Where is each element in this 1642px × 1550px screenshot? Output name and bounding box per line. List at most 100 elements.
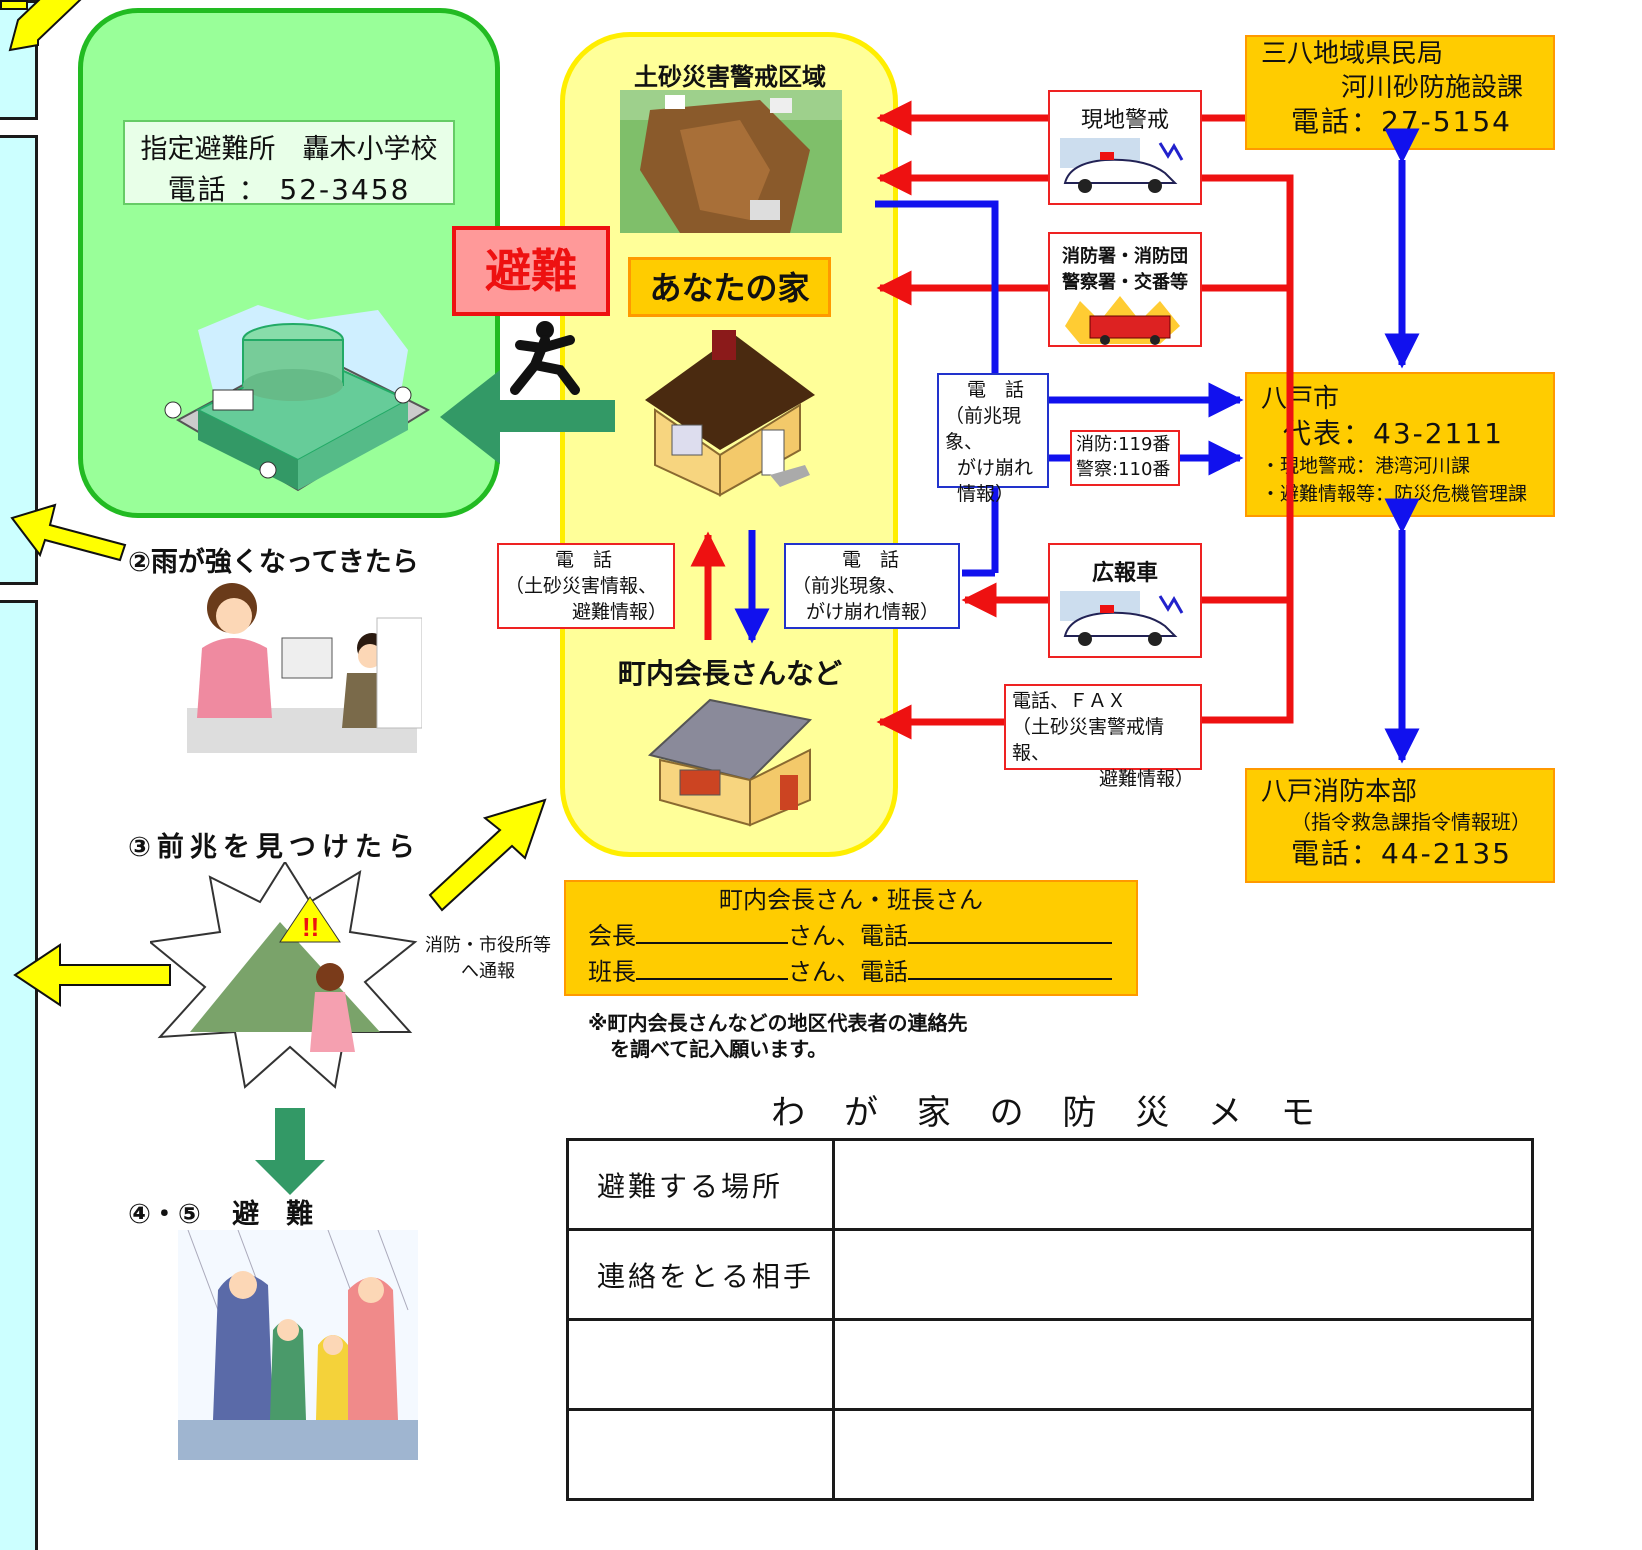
- office-sanpachi-line1: 三八地域県民局: [1261, 39, 1444, 69]
- channel-phone-down-line3: がけ崩れ情報）: [806, 601, 940, 623]
- office-city-bullet1: ・現地警戒：港湾河川課: [1261, 455, 1471, 477]
- channel-pr-car-label: 広報車: [1091, 561, 1158, 586]
- running-person-icon: [510, 321, 580, 395]
- step45-number: ④・⑤: [128, 1199, 201, 1230]
- memo-row-label: [566, 1318, 835, 1411]
- channel-emergency-box: 消防:119番 警察:110番: [1070, 430, 1180, 486]
- contacts-leader-row: 班長 さん、電話: [566, 954, 1136, 990]
- memo-row-value[interactable]: [832, 1138, 1534, 1231]
- contacts-title: 町内会長さん・班長さん: [719, 886, 983, 914]
- channel-fire-police-line2: 警察署・交番等: [1062, 272, 1188, 293]
- community-house-icon: [647, 698, 813, 827]
- fire-truck-icon: [1065, 296, 1180, 345]
- office-city-line1: 八戸市: [1261, 384, 1340, 414]
- channel-phone-up-line1: 電 話: [555, 549, 613, 571]
- channel-pr-car-box: 広報車: [1048, 543, 1202, 658]
- office-sanpachi: 三八地域県民局 河川砂防施設課 電話：27-5154: [1245, 35, 1555, 150]
- leader-phone-blank[interactable]: [908, 956, 1112, 980]
- evacuate-badge: 避難: [452, 226, 610, 316]
- contacts-chair-row: 会長 さん、電話: [566, 918, 1136, 954]
- phone-call-illustration: [187, 583, 422, 753]
- channel-fax-box: 電話、ＦＡＸ （土砂災害警戒情報、 避難情報）: [1004, 684, 1202, 790]
- office-hachinohe-city: 八戸市 代表：43-2111 ・現地警戒：港湾河川課 ・避難情報等：防災危機管理…: [1245, 372, 1555, 517]
- left-panel-top: [0, 0, 38, 120]
- office-city-bullet2: ・避難情報等：防災危機管理課: [1261, 483, 1528, 505]
- contacts-leader-phone-label: さん、電話: [788, 958, 908, 986]
- channel-fire-police-box: 消防署・消防団 警察署・交番等: [1048, 232, 1202, 347]
- shelter-label: 指定避難所 轟木小学校 電話 ： 52-3458: [123, 120, 455, 206]
- contacts-chair-phone-label: さん、電話: [788, 922, 908, 950]
- memo-row: 避難する場所: [566, 1138, 1534, 1231]
- channel-patrol-label: 現地警戒: [1080, 108, 1169, 133]
- contacts-note-line1: ※町内会長さんなどの地区代表者の連絡先: [588, 1011, 968, 1035]
- channel-phone-up-line2: （土砂災害情報、: [505, 575, 658, 597]
- shelter-phone: 電話 ： 52-3458: [167, 173, 411, 206]
- evacuation-shelter-area: [78, 8, 500, 518]
- pr-car-icon: [1060, 591, 1184, 646]
- contacts-chair-label: 会長: [588, 922, 636, 950]
- office-sanpachi-phone: 電話：27-5154: [1291, 105, 1512, 138]
- contacts-note-line2: を調べて記入願います。: [610, 1037, 828, 1061]
- channel-phone-down-line1: 電 話: [842, 549, 900, 571]
- memo-row-label: 連絡をとる相手: [566, 1228, 835, 1321]
- chairman-heading: 町内会長さんなど: [617, 657, 842, 690]
- landslide-sign-illustration: !!: [150, 862, 418, 1089]
- memo-row: [566, 1408, 1534, 1501]
- evacuating-family-illustration: [178, 1230, 418, 1460]
- hazard-zone-title: 土砂災害警戒区域: [634, 63, 826, 91]
- chair-phone-blank[interactable]: [908, 920, 1112, 944]
- channel-fax-line2: （土砂災害警戒情報、: [1012, 716, 1165, 764]
- contacts-box: 町内会長さん・班長さん 会長さん、電話 班長さん、電話: [564, 880, 1138, 996]
- chair-name-blank[interactable]: [636, 920, 788, 944]
- office-fire-line1: 八戸消防本部: [1261, 777, 1418, 807]
- office-sanpachi-line2: 河川砂防施設課: [1341, 73, 1524, 103]
- office-fire-line2: （指令救急課指令情報班）: [1291, 810, 1531, 834]
- police-car-icon: [1060, 138, 1184, 193]
- leader-name-blank[interactable]: [636, 956, 788, 980]
- channel-phone-center-line2: （前兆現象、: [945, 405, 1022, 453]
- channel-phone-center-line4: 情報）: [957, 483, 1015, 505]
- svg-text:!!: !!: [302, 912, 319, 942]
- channel-phone-up-line3: 避難情報）: [571, 601, 667, 623]
- office-fire-phone: 電話：44-2135: [1291, 837, 1512, 870]
- channel-fire-police-line1: 消防署・消防団: [1062, 246, 1188, 267]
- report-note-line1: 消防・市役所等: [425, 935, 551, 956]
- channel-phone-down-line2: （前兆現象、: [792, 575, 907, 597]
- shelter-name: 指定避難所 轟木小学校: [140, 134, 438, 165]
- channel-fax-line3: 避難情報）: [1098, 768, 1194, 790]
- report-note: 消防・市役所等 へ通報: [414, 933, 562, 985]
- report-note-line2: へ通報: [461, 961, 515, 982]
- channel-phone-center-line3: がけ崩れ: [957, 457, 1034, 479]
- contacts-note: ※町内会長さんなどの地区代表者の連絡先 を調べて記入願います。: [588, 1010, 967, 1062]
- channel-emergency-fire: 消防:119番: [1076, 434, 1171, 455]
- left-panel-middle: [0, 135, 38, 585]
- channel-phone-up-box: 電 話 （土砂災害情報、 避難情報）: [497, 543, 675, 629]
- office-fire-hq: 八戸消防本部 （指令救急課指令情報班） 電話：44-2135: [1245, 768, 1555, 883]
- memo-table: 避難する場所 連絡をとる相手: [566, 1138, 1534, 1501]
- memo-row-value[interactable]: [832, 1408, 1534, 1501]
- memo-row-label: [566, 1408, 835, 1501]
- step45-text: 避 難: [232, 1199, 314, 1230]
- memo-row: 連絡をとる相手: [566, 1228, 1534, 1321]
- step45-label: ④・⑤ 避 難: [128, 1192, 313, 1231]
- channel-phone-center-box: 電 話 （前兆現象、 がけ崩れ 情報）: [937, 373, 1049, 505]
- memo-title: わ が 家 の 防 災 メ モ: [771, 1093, 1329, 1133]
- left-panel-bottom: [0, 600, 38, 1550]
- channel-fax-line1: 電話、ＦＡＸ: [1012, 690, 1127, 712]
- memo-row-label: 避難する場所: [566, 1138, 835, 1231]
- memo-row-value[interactable]: [832, 1318, 1534, 1411]
- channel-emergency-police: 警察:110番: [1076, 459, 1171, 480]
- memo-row: [566, 1318, 1534, 1411]
- channel-phone-down-box: 電 話 （前兆現象、 がけ崩れ情報）: [784, 543, 960, 629]
- contacts-leader-label: 班長: [588, 958, 636, 986]
- house-icon: [645, 330, 815, 497]
- step2-label: ②雨が強くなってきたら: [128, 547, 419, 578]
- memo-row-value[interactable]: [832, 1228, 1534, 1321]
- channel-phone-center-line1: 電 話: [967, 379, 1025, 401]
- left-panel-top-tab: [0, 0, 28, 10]
- office-city-main: 代表：43-2111: [1283, 417, 1504, 450]
- step3-label: ③前兆を見つけたら: [128, 832, 421, 863]
- landslide-image: [620, 90, 842, 233]
- channel-patrol-box: 現地警戒: [1048, 90, 1202, 205]
- your-home-label: あなたの家: [628, 257, 831, 317]
